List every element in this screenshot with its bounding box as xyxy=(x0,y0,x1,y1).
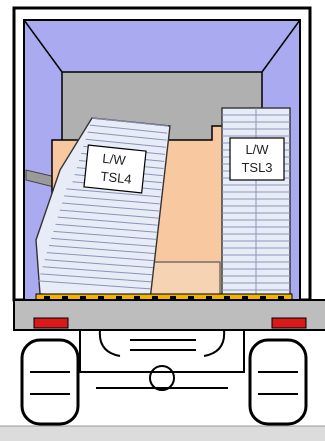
ground xyxy=(0,426,325,441)
pallet-slot xyxy=(170,296,176,299)
wheel-left xyxy=(22,340,78,424)
pallet-slot xyxy=(62,296,68,299)
stack-label-line1: L/W xyxy=(245,142,269,157)
tail-light-right xyxy=(272,318,306,328)
pallet-slot xyxy=(242,296,248,299)
stack-label-line2: TSL3 xyxy=(241,160,272,175)
stack-label-line1: L/W xyxy=(102,151,127,168)
wheels xyxy=(22,340,306,424)
pallet-slot xyxy=(188,296,194,299)
pallet-slot xyxy=(116,296,122,299)
wheel-right xyxy=(250,340,306,424)
pallet-slot xyxy=(206,296,212,299)
undercarriage xyxy=(80,330,244,390)
pallet-slot xyxy=(152,296,158,299)
tail-light-left xyxy=(34,318,68,328)
pallet-slot xyxy=(260,296,266,299)
stack-tsl3: L/W TSL3 xyxy=(222,108,290,296)
pallet-slot xyxy=(224,296,230,299)
pallet-slot xyxy=(44,296,50,299)
pallet-slot xyxy=(80,296,86,299)
pallet-slot xyxy=(278,296,284,299)
pallet-slot xyxy=(134,296,140,299)
pallet-slot xyxy=(98,296,104,299)
